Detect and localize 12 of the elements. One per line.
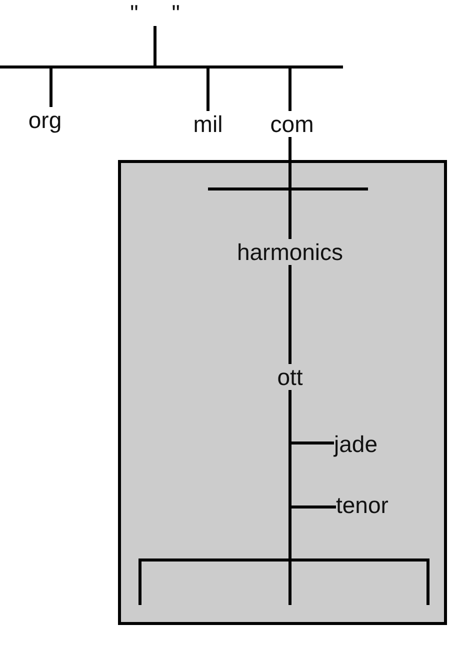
tree-line [288,265,292,364]
tree-line [288,390,336,508]
domain-label: com [270,111,314,137]
zone-box [118,160,447,625]
domain-label: tenor [336,492,388,518]
domain-label: mil [193,111,223,137]
domain-label: " " [130,0,180,26]
tree-line [288,137,292,239]
domain-label: harmonics [236,239,344,265]
domain-label: ott [277,364,303,390]
domain-label: jade [334,431,378,457]
domain-label: org [28,107,62,133]
